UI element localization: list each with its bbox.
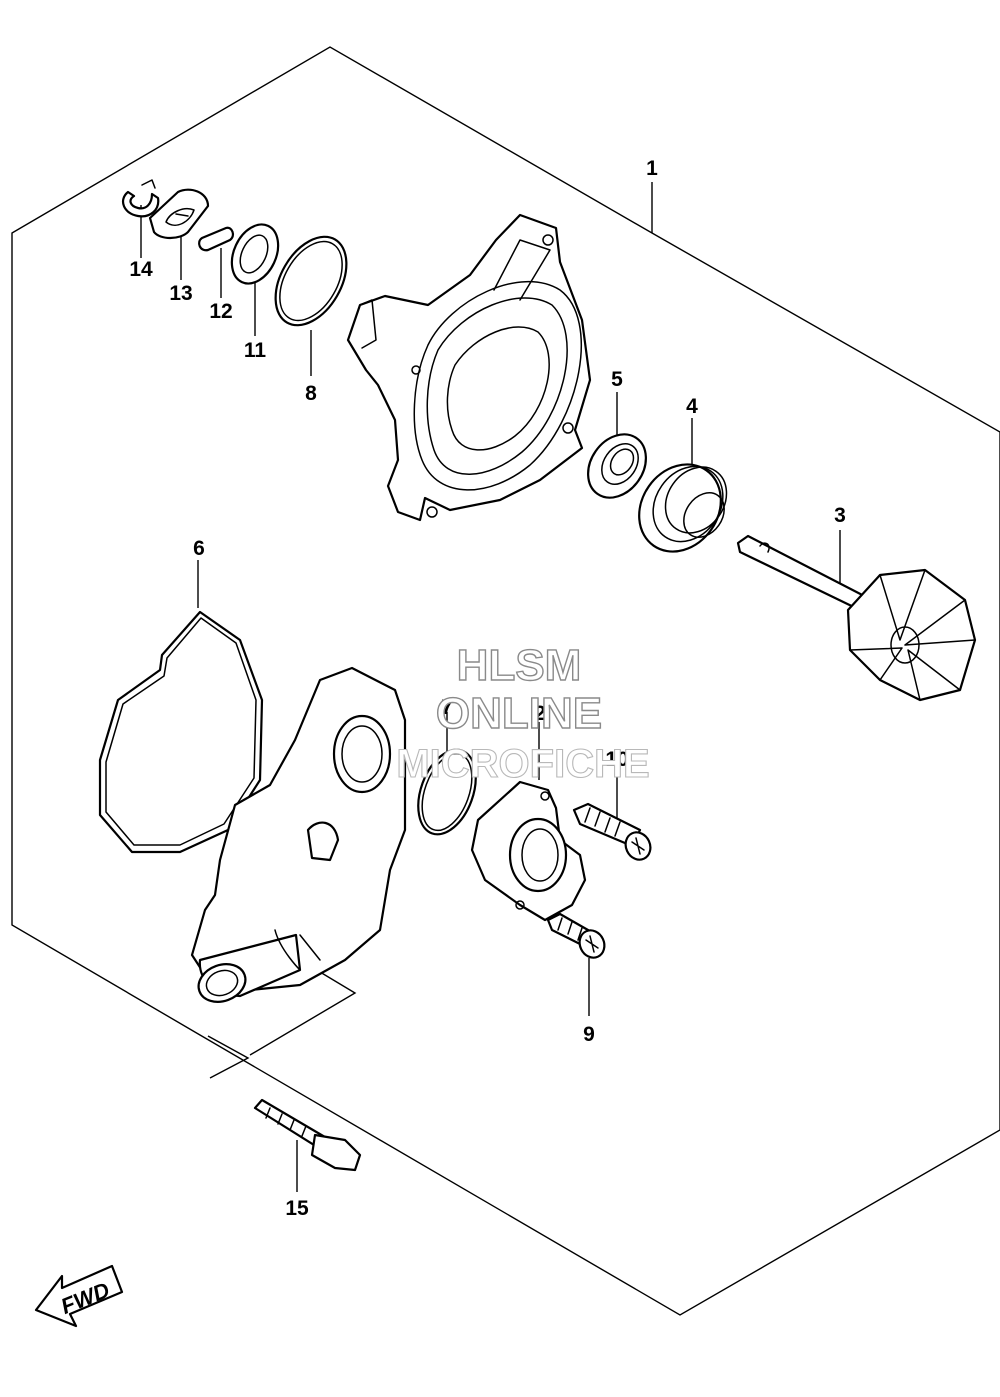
callout-8: 8 xyxy=(305,382,317,405)
watermark-line-2: ONLINE xyxy=(436,689,602,738)
pump-housing-body xyxy=(190,666,407,1003)
callout-5: 5 xyxy=(611,368,623,391)
callout-labels: 1 2 3 4 5 6 7 8 9 10 11 12 13 14 15 xyxy=(129,157,846,1220)
callout-6: 6 xyxy=(193,537,205,560)
callout-14: 14 xyxy=(129,258,153,281)
callout-3: 3 xyxy=(834,504,846,527)
callout-13: 13 xyxy=(169,282,192,305)
forward-arrow-icon: FWD xyxy=(34,1264,124,1328)
pin-part xyxy=(198,226,235,252)
callout-4: 4 xyxy=(686,395,698,418)
o-ring-8-part xyxy=(274,235,348,327)
callout-9: 9 xyxy=(583,1023,595,1046)
washer-part xyxy=(230,223,280,285)
callout-2: 2 xyxy=(534,702,546,725)
inlet-cover-part xyxy=(470,780,587,922)
watermark-line-3: MICROFICHE xyxy=(396,742,649,786)
drive-plate-part xyxy=(148,188,210,240)
flange-bolt-15-part xyxy=(253,1098,362,1172)
o-ring-7-part xyxy=(417,748,477,836)
watermark: HLSM ONLINE MICROFICHE xyxy=(396,640,650,786)
callout-1: 1 xyxy=(646,157,658,180)
gasket-part xyxy=(98,610,264,854)
impeller-shaft-part xyxy=(736,534,977,702)
callout-11: 11 xyxy=(244,339,267,362)
pump-case-part xyxy=(346,213,592,522)
watermark-line-1: HLSM xyxy=(457,641,582,690)
callout-7: 7 xyxy=(441,696,453,719)
bolt-9-part xyxy=(546,912,606,959)
callout-15: 15 xyxy=(285,1197,309,1220)
oil-seal-part xyxy=(587,433,647,499)
assembly-boundary xyxy=(11,46,1000,1316)
bolt-10-part xyxy=(572,802,652,861)
mechanical-seal-part xyxy=(638,463,728,553)
callout-10: 10 xyxy=(605,748,628,771)
e-clip-part xyxy=(121,179,160,218)
callout-12: 12 xyxy=(209,300,232,323)
